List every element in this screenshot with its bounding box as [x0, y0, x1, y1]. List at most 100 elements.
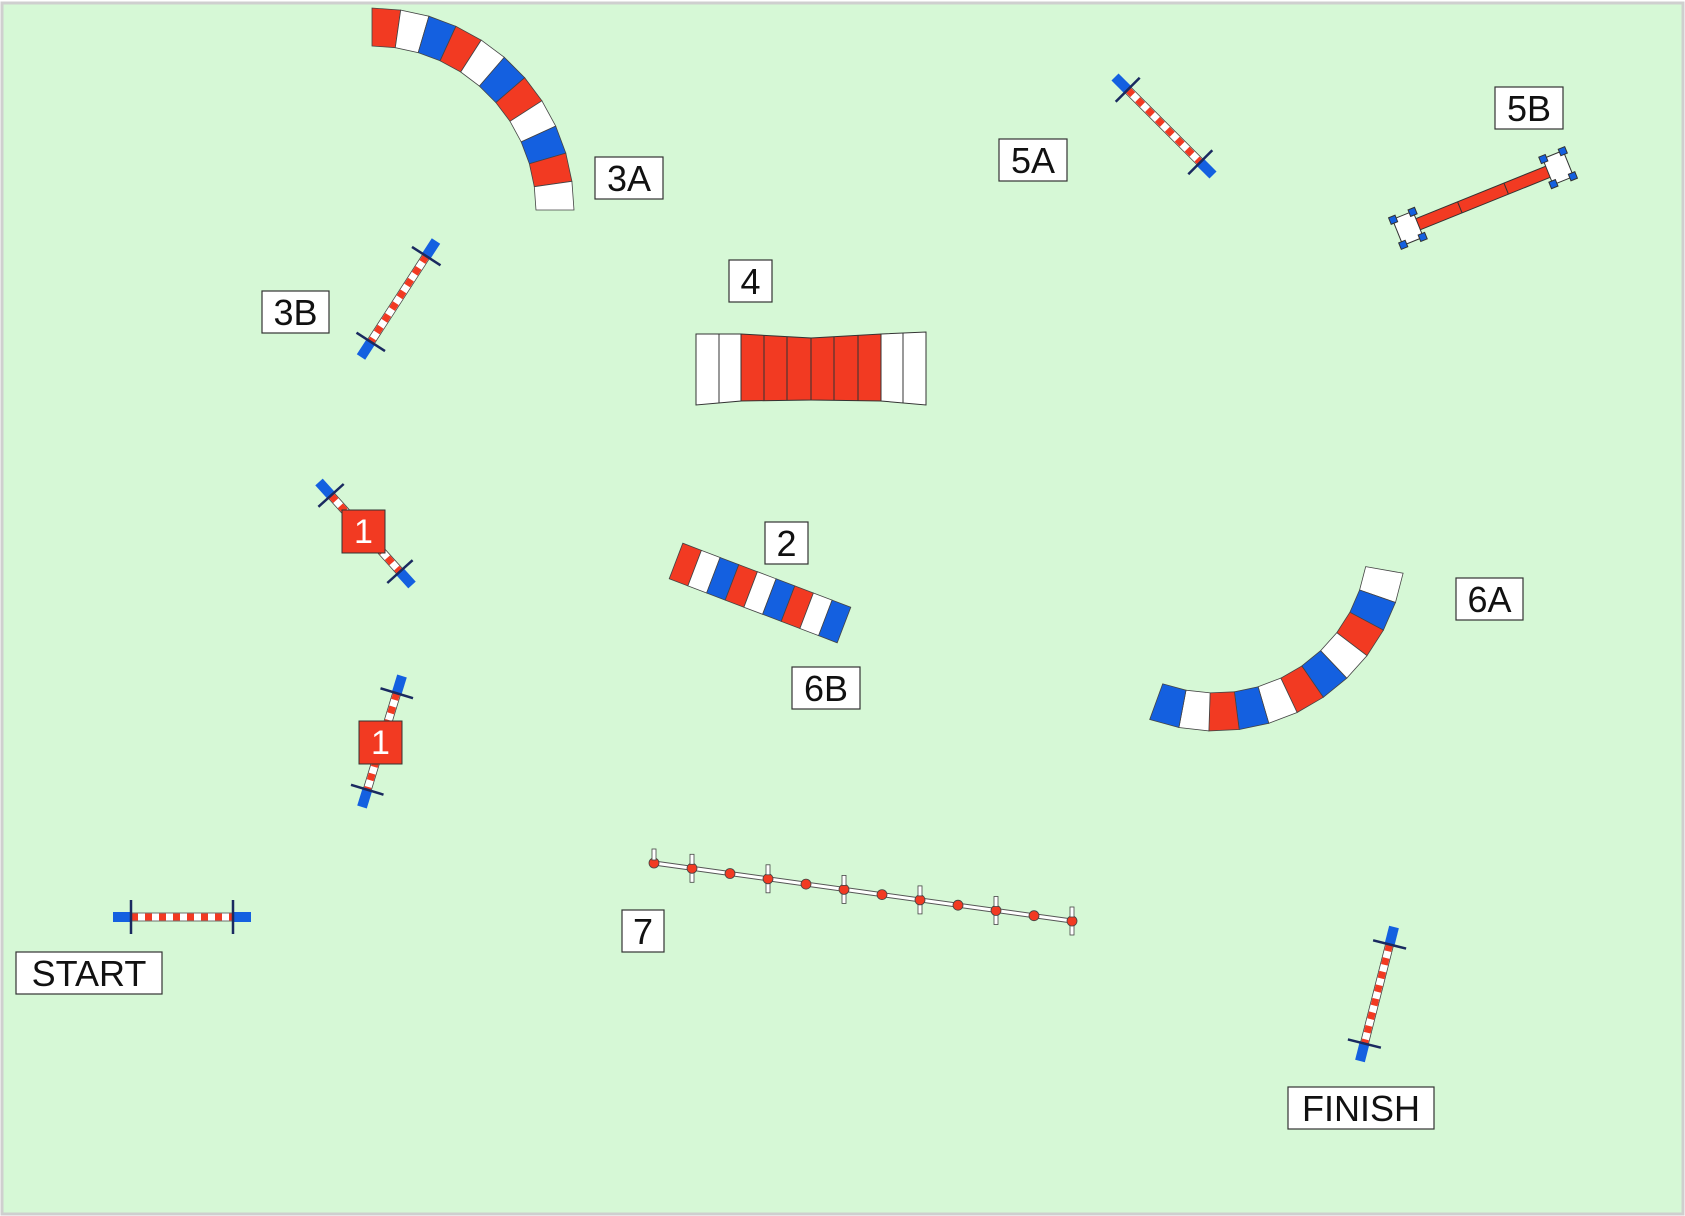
tunnel-segment	[1149, 683, 1187, 729]
weave-pole	[876, 889, 888, 900]
label-5a: 5A	[998, 138, 1068, 182]
tunnel-segment	[1208, 691, 1240, 732]
svg-text:6A: 6A	[1467, 579, 1511, 620]
weave-foot	[993, 896, 999, 907]
jump-stripe	[1154, 116, 1165, 127]
jump-wing	[422, 238, 441, 259]
weave-foot	[1069, 906, 1075, 918]
weave-pole	[990, 905, 1002, 916]
jump-wing	[356, 339, 375, 360]
weave-foot	[651, 848, 657, 861]
svg-text:4: 4	[740, 261, 760, 302]
jump-stripe	[1145, 107, 1155, 117]
jump-wing	[391, 674, 407, 695]
weave-base-inner	[653, 861, 1073, 923]
label-6a: 6A	[1455, 577, 1524, 621]
jump-post	[1114, 76, 1141, 103]
tunnel-segment	[818, 599, 852, 644]
jump-post	[1372, 939, 1407, 950]
jump-stripe	[404, 277, 414, 288]
jump-3b[interactable]	[355, 238, 442, 360]
marker-1-lower: 1	[358, 720, 403, 765]
jump-stripe	[1377, 970, 1387, 980]
weave-foot	[765, 864, 771, 876]
label-finish: FINISH	[1287, 1086, 1435, 1130]
jump-finish[interactable]	[1347, 925, 1407, 1063]
svg-text:1: 1	[371, 724, 390, 762]
label-6b: 6B	[791, 666, 861, 710]
jump-stripe	[1370, 997, 1380, 1007]
label-4: 4	[728, 259, 773, 303]
label-start: START	[15, 951, 163, 995]
tunnel-segment	[533, 180, 575, 211]
label-3b: 3B	[261, 290, 330, 334]
jump-start[interactable]	[113, 900, 251, 934]
weave-pole	[762, 873, 774, 885]
jump-post	[386, 559, 414, 584]
jump-stripe	[1374, 984, 1383, 993]
jump-wing	[1111, 73, 1132, 94]
svg-text:FINISH: FINISH	[1302, 1088, 1420, 1129]
jump-stripe	[384, 555, 395, 566]
svg-text:5A: 5A	[1011, 140, 1055, 181]
weave-poles-7[interactable]	[648, 848, 1078, 936]
jump-wing	[1384, 925, 1399, 946]
jump-stripe	[381, 313, 392, 323]
jump-stripe	[396, 289, 407, 300]
jump-post	[350, 783, 384, 796]
jump-stripe	[1381, 957, 1390, 966]
svg-text:3B: 3B	[273, 292, 317, 333]
jump-stripe	[387, 705, 397, 715]
jump-stripe	[1135, 97, 1146, 108]
jump-post	[380, 687, 414, 700]
curved-tunnel-3a[interactable]	[371, 7, 575, 211]
jump-wing	[1355, 1042, 1370, 1063]
jump-wing	[1196, 158, 1217, 179]
jump-stripe	[1174, 136, 1185, 147]
svg-text:6B: 6B	[804, 668, 848, 709]
weave-pole	[952, 899, 964, 911]
svg-text:START: START	[32, 953, 147, 994]
curved-tunnel-6a[interactable]	[1149, 566, 1404, 732]
jump-stripe	[411, 266, 422, 276]
weave-pole	[1066, 915, 1078, 927]
jump-stripe	[1367, 1011, 1376, 1020]
jump-5a[interactable]	[1111, 73, 1217, 179]
svg-text:5B: 5B	[1507, 88, 1551, 129]
weave-pole	[686, 862, 698, 874]
svg-text:3A: 3A	[607, 158, 651, 199]
jump-stripe	[389, 301, 399, 311]
weave-pole	[1028, 910, 1040, 922]
weave-pole	[800, 878, 812, 890]
weave-foot	[841, 875, 847, 886]
weave-pole	[914, 894, 926, 906]
jump-wing	[315, 478, 335, 499]
weave-pole	[838, 884, 850, 895]
label-5b: 5B	[1494, 86, 1564, 130]
svg-text:7: 7	[633, 911, 653, 952]
straight-tunnel-2-6b[interactable]	[668, 542, 852, 644]
jump-wing	[357, 788, 373, 809]
weave-foot	[689, 853, 695, 865]
jump-post	[1187, 149, 1214, 176]
weave-foot	[917, 885, 923, 897]
jump-post	[317, 483, 345, 508]
jump-stripe	[1184, 146, 1195, 157]
jump-stripe	[373, 324, 384, 335]
weave-pole	[724, 868, 736, 879]
jump-stripe	[1363, 1025, 1373, 1034]
jump-stripe	[366, 772, 376, 782]
jump-stripe	[1164, 126, 1175, 137]
marker-1-upper: 1	[341, 509, 386, 554]
tire-jump-5b[interactable]	[1387, 145, 1579, 251]
jump-wing	[396, 568, 416, 589]
label-2: 2	[764, 521, 809, 565]
label-7: 7	[621, 909, 665, 953]
svg-text:1: 1	[354, 513, 373, 551]
jump-post	[355, 331, 386, 353]
a-frame-4[interactable]	[695, 331, 927, 406]
label-3a: 3A	[594, 156, 664, 200]
jump-post	[411, 245, 442, 267]
svg-text:2: 2	[776, 523, 796, 564]
